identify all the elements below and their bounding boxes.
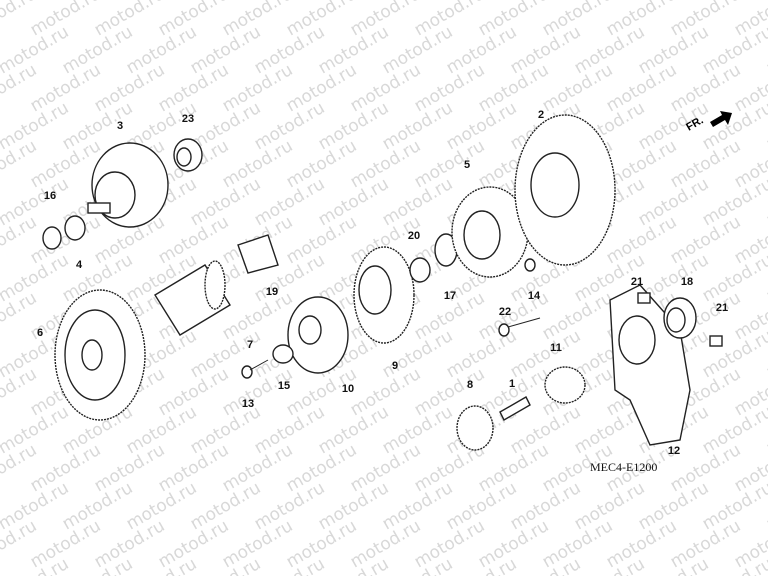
- part-label-2[interactable]: 2: [537, 109, 545, 121]
- part-label-21[interactable]: 21: [630, 276, 644, 288]
- part-label-8[interactable]: 8: [466, 379, 474, 391]
- part-label-14[interactable]: 14: [527, 290, 541, 302]
- part-label-13[interactable]: 13: [241, 398, 255, 410]
- part-label-3[interactable]: 3: [116, 120, 124, 132]
- part-label-11[interactable]: 11: [550, 342, 562, 354]
- part-label-5[interactable]: 5: [463, 159, 471, 171]
- part-label-7[interactable]: 7: [246, 339, 254, 351]
- part-label-9[interactable]: 9: [391, 360, 399, 372]
- part-label-23[interactable]: 23: [181, 113, 195, 125]
- part-label-19[interactable]: 19: [265, 286, 279, 298]
- part-label-20[interactable]: 20: [407, 230, 421, 242]
- part-label-6[interactable]: 6: [36, 327, 44, 339]
- part-label-15[interactable]: 15: [277, 380, 291, 392]
- part-label-17[interactable]: 17: [443, 290, 457, 302]
- part-label-18[interactable]: 18: [680, 276, 694, 288]
- part-label-10[interactable]: 10: [341, 383, 355, 395]
- diagram-code: MEC4-E1200: [590, 460, 658, 474]
- part-label-1[interactable]: 1: [508, 378, 516, 390]
- part-label-21[interactable]: 21: [715, 302, 729, 314]
- part-label-22[interactable]: 22: [498, 306, 512, 318]
- part-label-16[interactable]: 16: [43, 190, 57, 202]
- part-label-4[interactable]: 4: [75, 259, 83, 271]
- part-label-12[interactable]: 12: [667, 445, 681, 457]
